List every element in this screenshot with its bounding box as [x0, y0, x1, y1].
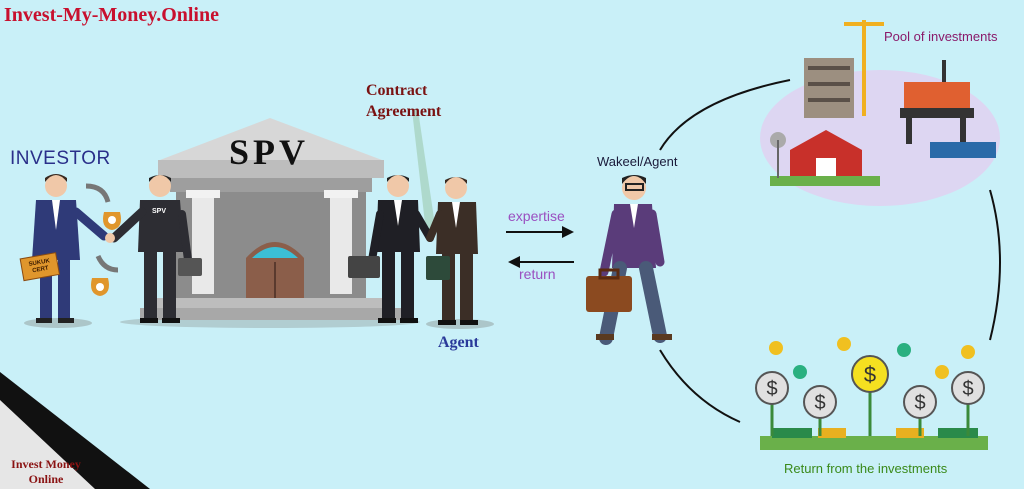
- investor-figure-icon: [32, 174, 109, 323]
- return-label: return: [519, 266, 556, 282]
- return-arrow: [508, 256, 574, 268]
- corner-triangle-light: [0, 400, 95, 489]
- site-title: Invest-My-Money.Online: [4, 4, 219, 26]
- svg-text:$: $: [766, 378, 777, 400]
- wakeel-figure-icon: [586, 175, 672, 345]
- footer-line2: Online: [28, 472, 64, 486]
- contract-agreement-label: Contract Agreement: [366, 80, 441, 122]
- contract-figure-left-icon: [348, 175, 434, 323]
- agent-label: Agent: [438, 334, 479, 351]
- agent-figure-icon: [426, 177, 478, 325]
- svg-text:$: $: [814, 392, 825, 414]
- contract-label-line1: Contract: [366, 82, 428, 99]
- svg-text:$: $: [962, 378, 973, 400]
- sukuk-cert-icon: [19, 252, 61, 282]
- svg-text:$: $: [864, 362, 876, 387]
- cycle-curve-right: [989, 189, 1001, 341]
- footer-brand: Invest Money Online: [4, 457, 88, 487]
- investor-curve-arrow-bottom: [95, 254, 119, 273]
- pool-of-investments-icon: [760, 20, 1000, 206]
- spv-label: SPV: [229, 132, 310, 172]
- contract-beam: [412, 110, 436, 232]
- investor-label: INVESTOR: [10, 148, 111, 169]
- cycle-curve-bottom: [659, 349, 741, 423]
- footer-line1: Invest Money: [11, 457, 81, 471]
- return-investments-icon: $ $ $ $ $: [755, 337, 988, 450]
- spv-suit-label: SPV: [152, 208, 167, 215]
- cycle-curve-top: [659, 79, 791, 151]
- expertise-label: expertise: [508, 208, 565, 224]
- money-bag-icon: [91, 212, 121, 296]
- expertise-arrow: [506, 226, 574, 238]
- wakeel-agent-label: Wakeel/Agent: [597, 154, 678, 169]
- investor-curve-arrow-top: [85, 183, 111, 203]
- return-from-investments-label: Return from the investments: [784, 461, 948, 476]
- contract-label-line2: Agreement: [366, 103, 442, 120]
- spv-building-icon: [140, 118, 402, 320]
- pool-of-investments-label: Pool of investments: [884, 29, 998, 44]
- spv-figure-icon: [109, 175, 202, 323]
- svg-text:$: $: [914, 392, 925, 414]
